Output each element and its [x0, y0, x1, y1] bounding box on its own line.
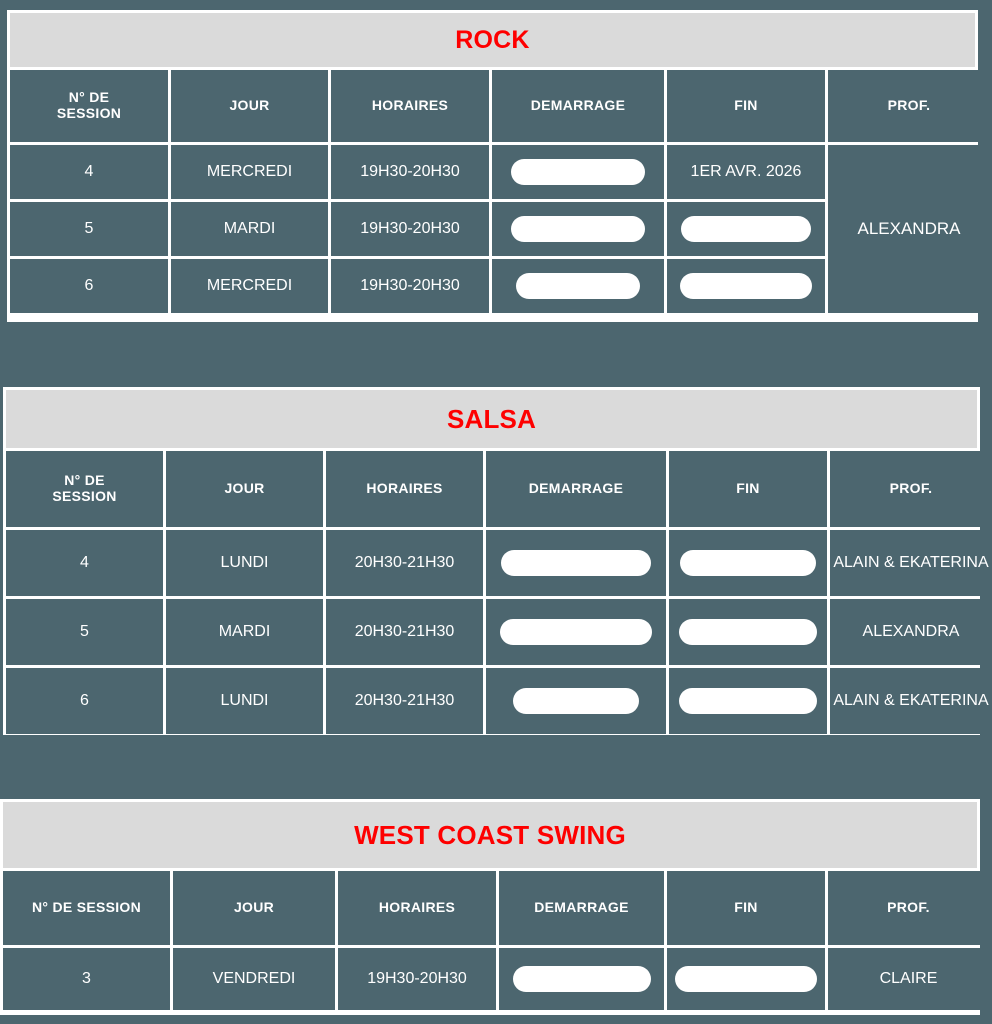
redaction-pill [516, 273, 640, 299]
cell-demarrage [499, 948, 664, 1010]
table-title-salsa: SALSA [6, 390, 977, 448]
cell-horaires: 20H30-21H30 [326, 668, 483, 734]
cell-jour: MERCREDI [171, 145, 328, 199]
column-header-fin: FIN [667, 70, 825, 142]
cell-demarrage [486, 530, 666, 596]
column-header-jour: JOUR [171, 70, 328, 142]
cell-session: 5 [10, 202, 168, 256]
cell-horaires: 19H30-20H30 [331, 145, 489, 199]
column-header-session: N° DE SESSION [6, 451, 163, 527]
cell-prof: CLAIRE [828, 948, 989, 1010]
table-grid-west-coast-swing: N° DE SESSION JOUR HORAIRES DEMARRAGE FI… [3, 868, 989, 1010]
column-header-jour: JOUR [166, 451, 323, 527]
cell-jour: MERCREDI [171, 259, 328, 313]
column-header-session: N° DE SESSION [3, 871, 170, 945]
column-header-horaires: HORAIRES [326, 451, 483, 527]
cell-demarrage [492, 145, 664, 199]
table-grid-salsa: N° DE SESSION JOUR HORAIRES DEMARRAGE FI… [6, 448, 992, 734]
redaction-pill [680, 550, 816, 576]
cell-session: 5 [6, 599, 163, 665]
cell-session: 4 [10, 145, 168, 199]
cell-horaires: 19H30-20H30 [331, 202, 489, 256]
header-line-2: SESSION [52, 488, 117, 504]
cell-fin [667, 948, 825, 1010]
cell-session: 6 [10, 259, 168, 313]
cell-session: 4 [6, 530, 163, 596]
cell-horaires: 19H30-20H30 [338, 948, 496, 1010]
column-header-jour: JOUR [173, 871, 335, 945]
cell-jour: LUNDI [166, 668, 323, 734]
cell-horaires: 19H30-20H30 [331, 259, 489, 313]
header-line-2: SESSION [56, 105, 122, 121]
header-line-1: N° DE [68, 89, 110, 106]
cell-prof-merged: ALEXANDRA [828, 145, 990, 313]
column-header-horaires: HORAIRES [331, 70, 489, 142]
column-header-demarrage: DEMARRAGE [492, 70, 664, 142]
redaction-pill [512, 966, 651, 992]
redaction-pill [679, 688, 817, 714]
cell-fin [669, 599, 827, 665]
cell-jour: VENDREDI [173, 948, 335, 1010]
cell-session: 6 [6, 668, 163, 734]
cell-jour: MARDI [171, 202, 328, 256]
redaction-pill [511, 159, 645, 185]
table-grid-rock: N° DE SESSION JOUR HORAIRES DEMARRAGE FI… [10, 67, 990, 313]
column-header-demarrage: DEMARRAGE [486, 451, 666, 527]
redaction-pill [680, 273, 812, 299]
course-table-salsa: SALSA N° DE SESSION JOUR HORAIRES DEMARR… [3, 387, 992, 735]
table-title-west-coast-swing: WEST COAST SWING [3, 802, 977, 868]
cell-prof: ALAIN & EKATERINA [830, 530, 992, 596]
cell-fin: 1ER AVR. 2026 [667, 145, 825, 199]
cell-horaires: 20H30-21H30 [326, 599, 483, 665]
redaction-pill [513, 688, 639, 714]
column-header-fin: FIN [669, 451, 827, 527]
column-header-prof: PROF. [828, 70, 990, 142]
cell-session: 3 [3, 948, 170, 1010]
column-header-prof: PROF. [830, 451, 992, 527]
cell-fin [667, 259, 825, 313]
column-header-demarrage: DEMARRAGE [499, 871, 664, 945]
cell-demarrage [492, 259, 664, 313]
course-table-rock: ROCK N° DE SESSION JOUR HORAIRES DEMARRA… [7, 10, 990, 322]
cell-demarrage [492, 202, 664, 256]
cell-fin [667, 202, 825, 256]
cell-prof: ALEXANDRA [830, 599, 992, 665]
header-line-1: N° DE [64, 472, 105, 489]
redaction-pill [675, 966, 817, 992]
redaction-pill [511, 216, 645, 242]
cell-demarrage [486, 668, 666, 734]
column-header-fin: FIN [667, 871, 825, 945]
column-header-session: N° DE SESSION [10, 70, 168, 142]
column-header-prof: PROF. [828, 871, 989, 945]
cell-demarrage [486, 599, 666, 665]
cell-fin [669, 668, 827, 734]
course-table-west-coast-swing: WEST COAST SWING N° DE SESSION JOUR HORA… [0, 799, 989, 1015]
table-title-rock: ROCK [10, 13, 975, 67]
cell-horaires: 20H30-21H30 [326, 530, 483, 596]
redaction-pill [679, 619, 817, 645]
redaction-pill [501, 550, 651, 576]
cell-fin [669, 530, 827, 596]
cell-jour: MARDI [166, 599, 323, 665]
cell-prof: ALAIN & EKATERINA [830, 668, 992, 734]
column-header-horaires: HORAIRES [338, 871, 496, 945]
cell-jour: LUNDI [166, 530, 323, 596]
redaction-pill [681, 216, 811, 242]
redaction-pill [500, 619, 652, 645]
